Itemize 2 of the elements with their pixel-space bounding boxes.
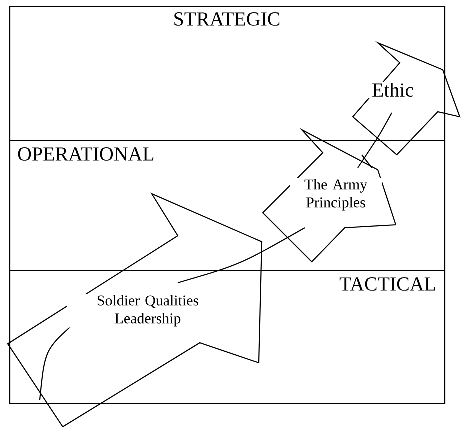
level-label: OPERATIONAL [16, 146, 156, 162]
level-label: STRATEGIC [172, 12, 282, 27]
